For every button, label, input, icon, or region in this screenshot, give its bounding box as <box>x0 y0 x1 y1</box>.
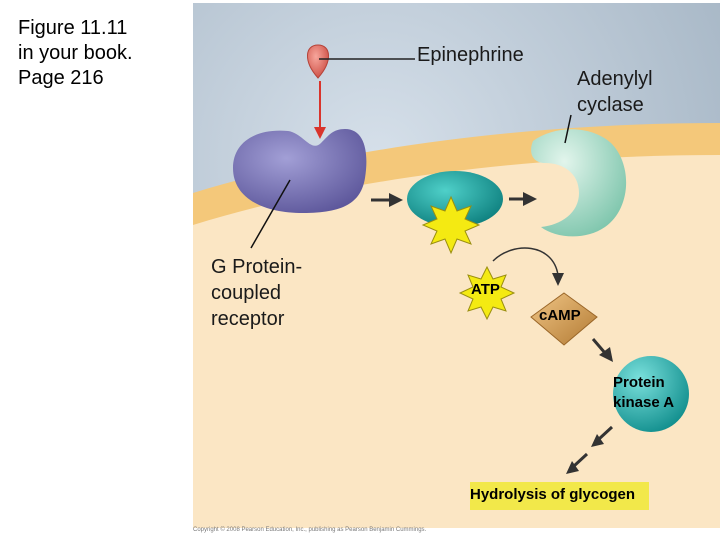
adenylyl-cyclase-label: Adenylyl cyclase <box>577 68 653 116</box>
receptor-leader-line <box>250 179 291 249</box>
cytoplasm <box>193 155 720 528</box>
hydrolysis-label: Hydrolysis of glycogen <box>470 486 636 503</box>
g-protein-receptor-label: G Protein- coupled receptor <box>211 256 303 330</box>
protein-kinase-a-shape <box>613 356 689 432</box>
atp-to-camp-arrowhead <box>552 273 564 286</box>
binding-arrowhead <box>314 127 326 139</box>
camp-diamond-icon <box>530 292 598 346</box>
camp-label: cAMP <box>539 307 581 324</box>
epinephrine-label: Epinephrine <box>417 44 524 66</box>
cyclase-leader-line <box>564 114 572 144</box>
figure-reference-note: Figure 11.11 in your book. Page 216 <box>18 17 133 89</box>
receptor-to-gprotein-arrowhead <box>389 193 403 207</box>
diagram-canvas <box>193 3 720 528</box>
gprotein-to-cyclase-arrowhead <box>523 192 537 206</box>
pka-to-hydrolysis-arrow-1 <box>597 425 614 441</box>
gtp-star-icon <box>421 195 481 255</box>
pka-to-hydrolysis-arrow-2 <box>572 452 589 468</box>
pka-to-hydrolysis-arrowhead-2 <box>566 461 579 474</box>
camp-to-pka-arrow <box>591 338 607 354</box>
adenylyl-cyclase-shape <box>531 129 627 237</box>
atp-label: ATP <box>471 281 500 298</box>
camp-to-pka-arrowhead <box>599 347 613 362</box>
signaling-diagram-panel: Epinephrine Adenylyl cyclase G Protein- … <box>193 3 720 528</box>
protein-kinase-a-label: Protein kinase A <box>613 374 675 411</box>
g-protein-shape <box>407 171 503 227</box>
atp-to-camp-arrow <box>492 247 559 276</box>
copyright-notice: Copyright © 2008 Pearson Education, Inc.… <box>193 527 427 533</box>
g-protein-coupled-receptor-shape <box>233 129 367 213</box>
hydrolysis-highlight <box>470 482 649 510</box>
epinephrine-molecule-icon <box>307 44 329 79</box>
atp-star-icon <box>458 265 516 321</box>
pka-to-hydrolysis-arrowhead-1 <box>591 434 604 447</box>
